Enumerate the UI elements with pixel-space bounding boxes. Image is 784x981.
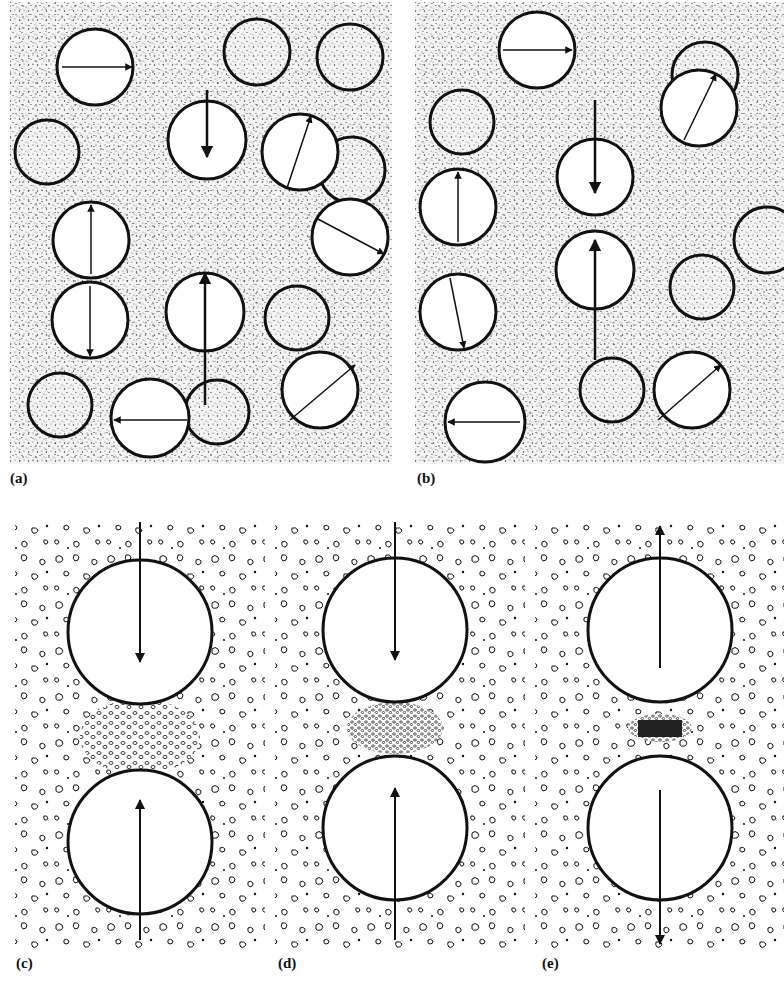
panel-label: (b) [415, 470, 437, 487]
panel-label: (e) [540, 955, 561, 972]
panel-label: (d) [276, 955, 298, 972]
panel-label: (c) [14, 955, 35, 972]
panel-label: (a) [8, 470, 30, 487]
panel-e [535, 520, 784, 950]
panel-d [275, 520, 525, 950]
panel-b [415, 2, 784, 464]
panel-a [10, 2, 392, 464]
panel-c [15, 520, 265, 950]
